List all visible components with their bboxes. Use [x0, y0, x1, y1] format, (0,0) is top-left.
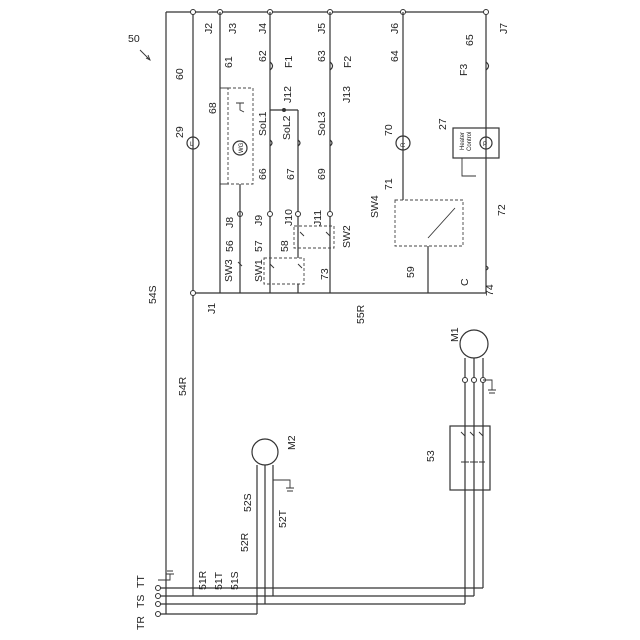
- relay-R-letter: R: [401, 142, 407, 147]
- label-74: 74: [484, 284, 496, 296]
- label-TS: TS: [135, 595, 147, 608]
- switch-SW2-box: [294, 226, 334, 248]
- motor-M2-symbol: [252, 439, 278, 465]
- contactor-53-box: [450, 426, 490, 490]
- heater-label-line2: Control: [467, 132, 473, 151]
- label-J2: J2: [203, 23, 215, 34]
- label-71: 71: [383, 178, 395, 190]
- switch-SW4-lever: [428, 208, 455, 238]
- label-70: 70: [383, 124, 395, 136]
- label-J11: J11: [312, 210, 324, 226]
- label-J7: J7: [498, 23, 510, 34]
- label-F3: F3: [458, 64, 470, 76]
- label-29: 29: [174, 126, 186, 138]
- label-52T: 52T: [277, 509, 289, 528]
- junction-J9: [268, 212, 273, 217]
- switch-SW3-contact: [238, 258, 242, 270]
- label-F2: F2: [342, 56, 354, 68]
- label-72: 72: [496, 204, 508, 216]
- label-SoL3: SoL3: [316, 111, 328, 136]
- supply-terminals: [156, 586, 161, 617]
- junction-J1: [191, 291, 196, 296]
- label-68: 68: [207, 102, 219, 114]
- label-M1: M1: [449, 327, 461, 342]
- label-51R: 51R: [197, 570, 209, 590]
- motor-M2-ground: [273, 480, 294, 491]
- label-J12: J12: [282, 86, 294, 103]
- label-TT: TT: [135, 575, 147, 588]
- label-52R: 52R: [239, 532, 251, 552]
- label-69: 69: [316, 168, 328, 180]
- label-J9: J9: [253, 215, 265, 226]
- label-J5: J5: [316, 23, 328, 34]
- label-51S: 51S: [229, 571, 241, 590]
- label-57: 57: [253, 240, 265, 252]
- label-27: 27: [437, 118, 449, 130]
- label-62: 62: [257, 50, 269, 62]
- label-F1: F1: [283, 56, 295, 68]
- label-SoL1: SoL1: [257, 111, 269, 136]
- label-J8: J8: [224, 217, 236, 228]
- switch-SW4-box: [395, 200, 463, 246]
- junction-J11: [328, 212, 333, 217]
- label-64: 64: [389, 50, 401, 62]
- timer-WG-enclosure: [228, 88, 253, 184]
- figure-ref: 50: [128, 33, 140, 45]
- label-TR: TR: [135, 616, 147, 630]
- heater-lead: [462, 158, 476, 176]
- label-58: 58: [279, 240, 291, 252]
- label-55R: 55R: [355, 304, 367, 324]
- label-54R: 54R: [177, 376, 189, 396]
- label-73: 73: [319, 268, 331, 280]
- label-C: C: [459, 278, 471, 286]
- timer-WG-letter: WG: [239, 142, 245, 153]
- label-J10: J10: [283, 209, 295, 226]
- label-SW3: SW3: [223, 259, 235, 282]
- label-59: 59: [405, 266, 417, 278]
- label-60: 60: [174, 68, 186, 80]
- label-66: 66: [257, 168, 269, 180]
- switch-SW2-contacts: [300, 232, 330, 236]
- motor-M1-terminals: [463, 378, 486, 383]
- label-61: 61: [223, 56, 235, 68]
- label-M2: M2: [286, 435, 298, 450]
- label-54S: 54S: [147, 285, 159, 304]
- label-SW2: SW2: [341, 225, 353, 248]
- switch-SW1-contacts: [270, 264, 302, 268]
- junction-J10: [296, 212, 301, 217]
- label-SW1: SW1: [253, 259, 265, 282]
- label-J3: J3: [227, 23, 239, 34]
- label-65: 65: [464, 34, 476, 46]
- heater-label-line1: Heater: [460, 132, 466, 150]
- label-SW4: SW4: [369, 195, 381, 218]
- label-J1: J1: [206, 303, 218, 314]
- label-J6: J6: [389, 23, 401, 34]
- motor-M1-symbol: [460, 330, 488, 358]
- timer-contact: [236, 103, 244, 112]
- label-63: 63: [316, 50, 328, 62]
- pump-P-letter: P: [483, 142, 487, 148]
- label-J4: J4: [257, 23, 269, 34]
- label-J13: J13: [341, 86, 353, 103]
- label-SoL2: SoL2: [281, 115, 293, 140]
- label-53: 53: [425, 450, 437, 462]
- label-52S: 52S: [242, 493, 254, 512]
- label-67: 67: [285, 168, 297, 180]
- label-51T: 51T: [213, 571, 225, 590]
- figure-ref-leader: [140, 50, 150, 60]
- label-56: 56: [224, 240, 236, 252]
